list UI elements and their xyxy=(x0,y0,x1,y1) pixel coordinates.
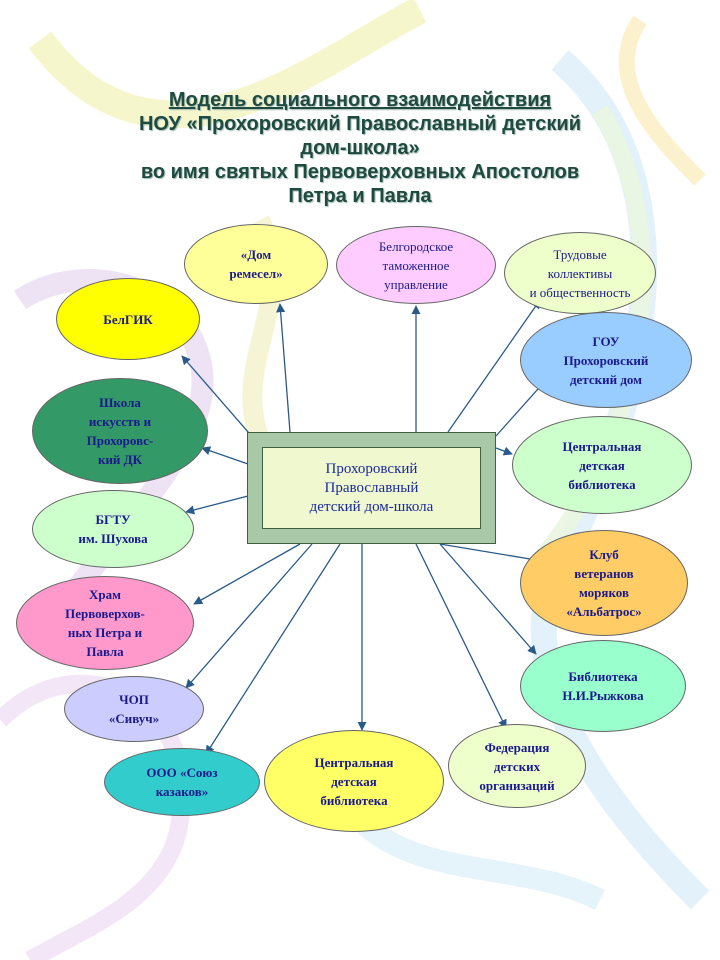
node-chop-sivuch: ЧОП «Сивуч» xyxy=(64,676,204,742)
node-central-library-right: Центральная детская библиотека xyxy=(512,416,692,514)
node-bgtu: БГТУ им. Шухова xyxy=(32,490,194,568)
node-church: Храм Первоверхов- ных Петра и Павла xyxy=(16,576,194,670)
connector-arrow-5 xyxy=(201,446,249,465)
node-albatros-club: Клуб ветеранов моряков «Альбатрос» xyxy=(520,530,688,636)
node-work-collectives: Трудовые коллективы и общественность xyxy=(504,232,656,314)
center-node-label: Прохоровский Православный детский дом-шк… xyxy=(262,447,481,529)
node-ryzhkov-library: Библиотека Н.И.Рыжкова xyxy=(520,640,686,732)
connector-arrow-13 xyxy=(205,543,341,755)
connector-arrow-7 xyxy=(185,495,249,515)
title-line-5: Петра и Павла xyxy=(288,185,432,207)
node-art-school: Школа искусств и Прохоровс- кий ДК xyxy=(32,378,208,484)
node-dom-remesel: «Дом ремесел» xyxy=(184,224,328,304)
title-line-1: Модель социального взаимодействия xyxy=(168,89,552,111)
title-line-4: во имя святых Первоверховных Апостолов xyxy=(140,161,580,183)
title-line-2: НОУ «Прохоровский Православный детский xyxy=(138,113,582,135)
node-customs: Белгородское таможенное управление xyxy=(336,226,496,304)
title-line-3: дом-школа» xyxy=(300,137,420,159)
connector-arrow-12 xyxy=(415,543,507,729)
node-central-library-bottom: Центральная детская библиотека xyxy=(264,730,444,832)
connector-arrow-6 xyxy=(495,446,513,456)
node-belgik: БелГИК xyxy=(56,278,200,360)
connector-arrow-11 xyxy=(185,543,313,689)
center-node: Прохоровский Православный детский дом-шк… xyxy=(247,432,496,544)
connector-arrow-9 xyxy=(193,543,301,605)
connector-arrow-2 xyxy=(447,299,541,433)
node-orphanage: ГОУ Прохоровский детский дом xyxy=(520,312,692,408)
connector-arrow-0 xyxy=(276,303,291,433)
node-children-federation: Федерация детских организаций xyxy=(448,724,586,808)
diagram-title: Модель социального взаимодействия НОУ «П… xyxy=(40,88,680,208)
node-cossack-union: ООО «Союз казаков» xyxy=(104,748,260,816)
connector-arrow-10 xyxy=(439,543,537,655)
